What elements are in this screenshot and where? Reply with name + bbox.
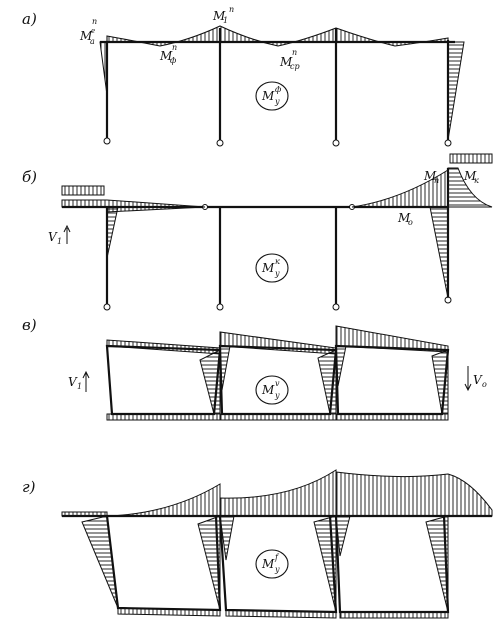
svg-text:M: M [159, 49, 173, 63]
svg-text:у: у [274, 391, 280, 400]
label-mn: M n [423, 169, 439, 185]
panel-a-tag: а) [22, 10, 37, 28]
label-mcp-n: M ср n [279, 48, 300, 71]
svg-text:n: n [172, 43, 177, 52]
svg-text:M: M [212, 9, 226, 23]
panel-g-circle-label: M f у [255, 549, 289, 579]
panel-b-load-right [449, 153, 493, 164]
panel-b-cantilever-moment [447, 167, 493, 208]
label-mo: M o [397, 211, 413, 227]
svg-text:n: n [229, 5, 234, 14]
svg-text:M: M [397, 211, 411, 225]
svg-text:M: M [463, 169, 477, 183]
panel-a-circle-label: M ф у [255, 81, 289, 111]
svg-text:ф: ф [170, 56, 176, 65]
svg-text:1: 1 [57, 237, 62, 246]
svg-text:n: n [434, 176, 439, 185]
panel-v-tag: в) [22, 316, 37, 334]
panel-a-col1-moment [99, 41, 108, 96]
panel-b-tag: б) [22, 168, 37, 186]
panel-g-frames [105, 515, 450, 614]
panel-g-tag: г) [22, 478, 36, 496]
panel-b-left-moment [61, 199, 206, 208]
label-mf-n: M ф n [159, 43, 177, 65]
svg-text:1: 1 [77, 382, 82, 391]
panel-g-moment-2 [219, 469, 337, 517]
svg-text:к: к [474, 176, 479, 185]
panel-v-circle-label: M v у [255, 375, 289, 405]
panel-a-beam-moment [106, 25, 449, 47]
svg-text:f: f [274, 553, 280, 562]
svg-text:V: V [48, 230, 58, 244]
svg-text:M: M [261, 383, 275, 397]
svg-text:M: M [261, 261, 275, 275]
panel-b-load-left [61, 185, 105, 196]
label-ma-n: M a n e [79, 17, 97, 46]
panel-a-hinge-1 [103, 137, 111, 145]
svg-text:n: n [92, 17, 97, 26]
svg-text:у: у [274, 269, 280, 278]
label-m1-n: M 1 n [212, 5, 234, 25]
panel-g-moment-1 [106, 483, 221, 517]
panel-b-col1-moment [106, 206, 119, 259]
svg-text:a: a [90, 37, 95, 46]
panel-a-hinge-3 [332, 139, 340, 147]
svg-text:v: v [275, 379, 280, 388]
svg-text:у: у [274, 97, 280, 106]
panel-g: г) M f у [22, 469, 493, 619]
panel-g-moment-3 [335, 471, 493, 517]
panel-a: а) M a n e M ф n M 1 n [22, 5, 465, 147]
svg-text:ср: ср [290, 62, 300, 71]
svg-text:ф: ф [275, 85, 281, 94]
svg-text:1: 1 [223, 16, 228, 25]
label-vo: V o [473, 373, 487, 389]
svg-text:o: o [482, 380, 487, 389]
panel-a-hinge-4 [444, 139, 452, 147]
svg-text:o: o [408, 218, 413, 227]
svg-text:V: V [68, 375, 78, 389]
svg-text:M: M [261, 89, 275, 103]
svg-text:n: n [292, 48, 297, 57]
panel-v: в) V 1 V o [22, 316, 487, 421]
svg-text:V: V [473, 373, 483, 387]
panel-b: б) V 1 M n [22, 153, 493, 311]
panel-b-col4-moment [429, 206, 449, 299]
label-v1-v: V 1 [68, 375, 82, 391]
label-v1-b: V 1 [48, 230, 62, 246]
svg-text:M: M [423, 169, 437, 183]
svg-text:e: e [91, 27, 95, 35]
panel-a-col4-moment [447, 41, 465, 141]
svg-text:к: к [275, 257, 280, 266]
panel-a-hinge-2 [216, 139, 224, 147]
label-mk: M к [463, 169, 479, 185]
svg-text:M: M [279, 55, 293, 69]
panel-b-circle-label: M к у [255, 253, 289, 283]
svg-text:M: M [79, 29, 93, 43]
svg-text:M: M [261, 557, 275, 571]
svg-text:у: у [274, 565, 280, 574]
